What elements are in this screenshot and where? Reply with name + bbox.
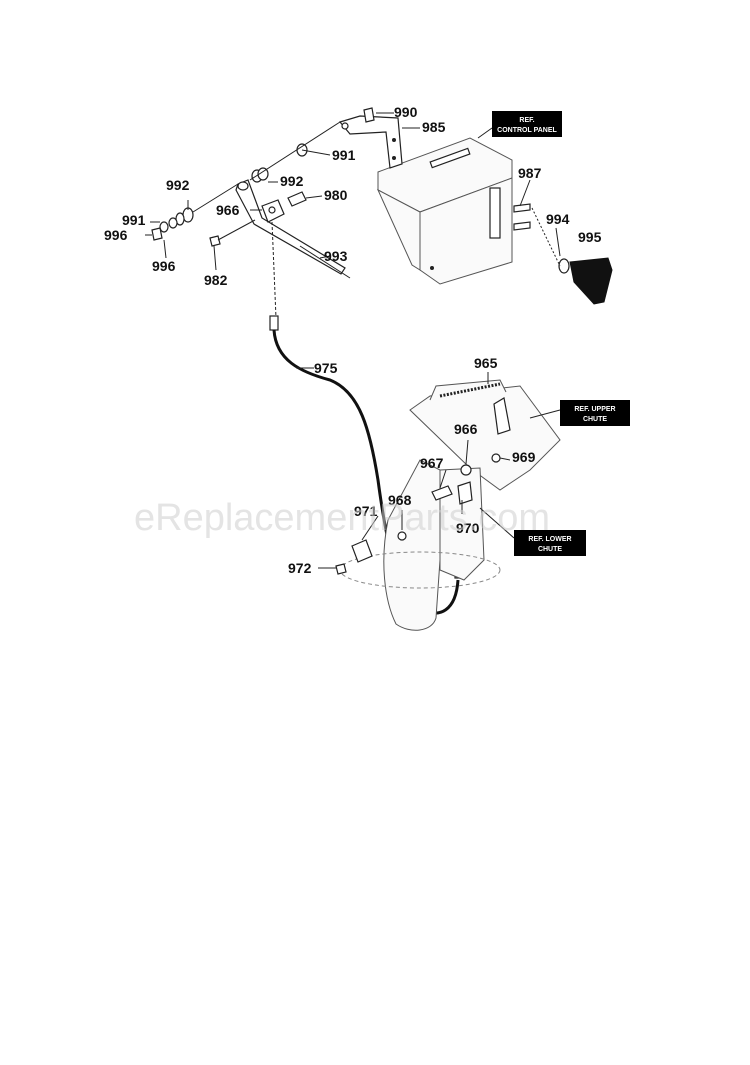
callout-992-b: 992	[280, 173, 304, 189]
callout-991: 991	[332, 147, 356, 163]
callout-966-b: 966	[454, 421, 478, 437]
callout-labels: 990 985 991 992 992 980 991 966 996 996 …	[104, 104, 602, 576]
callout-982: 982	[204, 272, 228, 288]
chute-assembly	[335, 379, 561, 631]
callout-969: 969	[512, 449, 536, 465]
callout-992: 992	[166, 177, 190, 193]
callout-985: 985	[422, 119, 446, 135]
bracket-985	[338, 107, 403, 169]
callout-987: 987	[518, 165, 542, 181]
callout-996-b: 996	[152, 258, 176, 274]
ref-control-panel-line1: REF.	[519, 117, 534, 124]
ref-lower-chute-line1: REF. LOWER	[528, 536, 571, 543]
callout-975: 975	[314, 360, 338, 376]
callout-993: 993	[324, 248, 348, 264]
callout-995: 995	[578, 229, 602, 245]
callout-980: 980	[324, 187, 348, 203]
callout-971: 971	[354, 503, 378, 519]
callout-991-b: 991	[122, 212, 146, 228]
callout-965: 965	[474, 355, 498, 371]
control-panel-part	[376, 137, 513, 285]
shift-lever-part	[151, 143, 613, 305]
callout-966: 966	[216, 202, 240, 218]
ref-control-panel-label: REF. CONTROL PANEL	[492, 111, 562, 137]
upper-leaders	[145, 112, 561, 271]
callout-990: 990	[394, 104, 418, 120]
ref-lower-chute-line2: CHUTE	[538, 546, 562, 553]
ref-control-panel-line2: CONTROL PANEL	[497, 127, 557, 134]
chute-leaders	[318, 372, 561, 569]
ref-upper-chute-line1: REF. UPPER	[574, 406, 615, 413]
ref-upper-chute-line2: CHUTE	[583, 416, 607, 423]
callout-972: 972	[288, 560, 312, 576]
callout-967: 967	[420, 455, 444, 471]
callout-970: 970	[456, 520, 480, 536]
callout-968: 968	[388, 492, 412, 508]
ref-lower-chute-label: REF. LOWER CHUTE	[514, 530, 586, 556]
ref-upper-chute-label: REF. UPPER CHUTE	[560, 400, 630, 426]
watermark: eReplacementParts.com	[134, 497, 550, 539]
callout-996: 996	[104, 227, 128, 243]
callout-994: 994	[546, 211, 570, 227]
